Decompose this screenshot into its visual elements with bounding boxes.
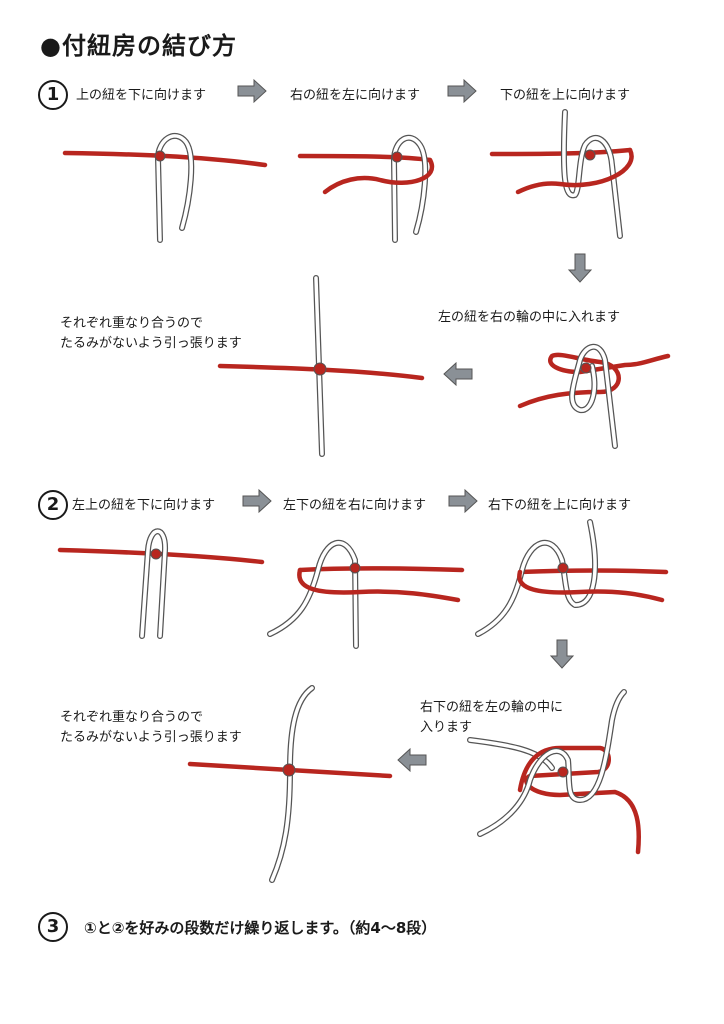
section-1-step-3-label: 下の紐を上に向けます [500,88,631,103]
section-2-result-note: それぞれ重なり合うので たるみがないよう引っ張ります [60,708,242,748]
right-arrow-icon [237,79,267,103]
section-1-step-1-label: 上の紐を下に向けます [76,88,207,103]
section-1-result-line-2: たるみがないよう引っ張ります [60,336,242,351]
right-arrow-icon [242,489,272,513]
fig-1-1 [62,133,268,243]
page-title: ●付紐房の結び方 [40,32,237,60]
section-2-step-3-label: 右下の紐を上に向けます [488,498,632,513]
left-arrow-icon [443,362,473,386]
section-2-result-line-1: それぞれ重なり合うので [60,710,204,725]
section-1-step-2-label: 右の紐を左に向けます [290,88,421,103]
fig-1-4 [517,343,671,449]
left-arrow-icon [397,748,427,772]
section-3-text: ①と②を好みの段数だけ繰り返します。（約4〜8段） [84,919,437,937]
fig-2-3 [475,519,669,637]
section-1-result-line-1: それぞれ重なり合うので [60,316,204,331]
section-2-result-line-2: たるみがないよう引っ張ります [60,730,242,745]
fig-1-2 [297,134,435,243]
right-arrow-icon [447,79,477,103]
fig-1-3 [489,109,634,239]
section-1-number: 1 [38,80,68,110]
fig-2-1 [57,528,265,639]
section-2-step-4-label: 右下の紐を左の輪の中に 入ります [420,698,563,738]
down-arrow-icon [568,253,592,283]
fig-2-2 [267,539,465,649]
section-1-step-4-label: 左の紐を右の輪の中に入れます [438,310,621,325]
section-2-number: 2 [38,490,68,520]
section-1-result-note: それぞれ重なり合うので たるみがないよう引っ張ります [60,314,242,354]
section-2-step-2-label: 左下の紐を右に向けます [283,498,427,513]
right-arrow-icon [448,489,478,513]
section-3-number: 3 [38,912,68,942]
section-2-step-4-line-2: 入ります [420,720,473,735]
fig-2-4 [467,689,642,855]
section-2-step-1-label: 左上の紐を下に向けます [72,498,216,513]
fig-2-5 [187,685,393,883]
fig-1-5 [217,275,425,457]
section-2-step-4-line-1: 右下の紐を左の輪の中に [420,700,564,715]
down-arrow-icon [550,639,574,669]
